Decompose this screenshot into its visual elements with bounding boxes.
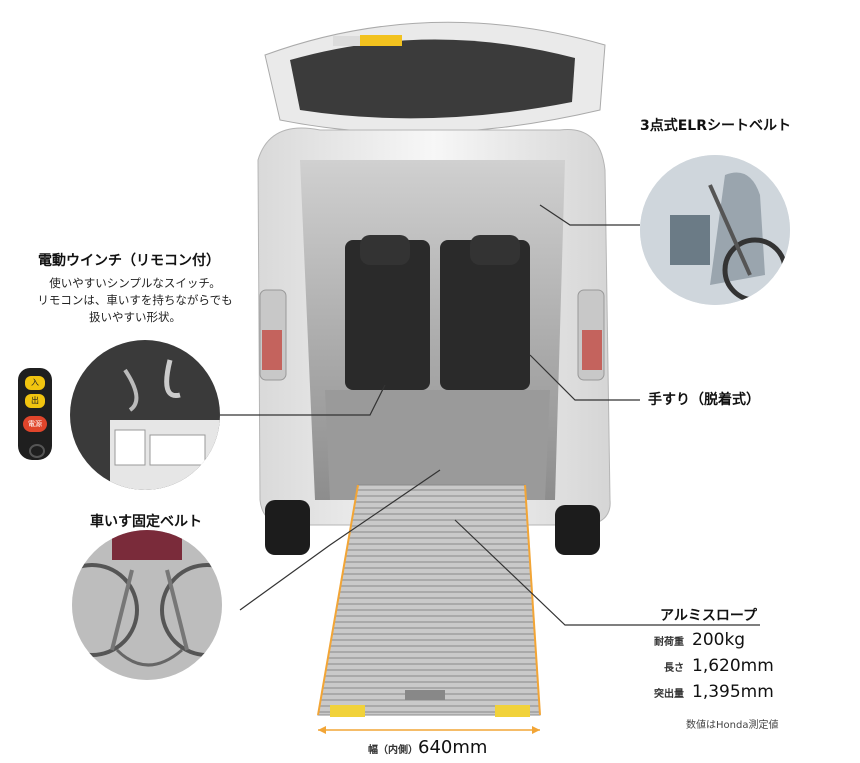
remote-out-button: 出 — [25, 394, 45, 408]
winch-desc-line-3: 扱いやすい形状。 — [89, 310, 181, 324]
slope-leader — [454, 519, 760, 626]
handrail-title: 手すり（脱着式） — [648, 392, 760, 408]
tailgate-panel — [290, 39, 575, 119]
winch-photo-art — [70, 340, 220, 490]
remote-in-button: 入 — [25, 376, 45, 390]
wheelchair-belt-photo — [72, 530, 222, 680]
spec-label-length: 長さ — [664, 663, 684, 674]
wheelchair-belt-title: 車いす固定ベルト — [90, 514, 202, 530]
spec-row-load: 耐荷重 200kg — [640, 630, 840, 656]
left-tire — [265, 500, 310, 555]
spec-value-length: 1,620mm — [692, 656, 774, 676]
remote-power-button: 電源 — [23, 416, 47, 432]
spec-value-protrusion: 1,395mm — [692, 682, 774, 702]
seatbelt-title: 3点式ELRシートベルト — [640, 118, 792, 134]
slope-title: アルミスロープ — [660, 608, 758, 624]
slope-specs: 耐荷重 200kg 長さ 1,620mm 突出量 1,395mm — [640, 630, 840, 708]
wheelchair-belt-photo-art — [72, 530, 222, 680]
spec-row-protrusion: 突出量 1,395mm — [640, 682, 840, 708]
winch-title: 電動ウインチ（リモコン付） — [38, 253, 220, 269]
winch-desc-line-1: 使いやすいシンプルなスイッチ。 — [49, 276, 221, 290]
seatbelt-photo-art — [640, 155, 790, 305]
wheelchair-belt-leader — [239, 469, 441, 611]
spec-row-length: 長さ 1,620mm — [640, 656, 840, 682]
spec-label-protrusion: 突出量 — [654, 689, 684, 700]
spec-value-load: 200kg — [692, 630, 746, 650]
seatbelt-leader — [539, 204, 640, 226]
seat-left — [345, 240, 430, 390]
right-tire — [555, 505, 600, 555]
seatbelt-photo — [640, 155, 790, 305]
winch-desc-line-2: リモコンは、車いすを持ちながらでも — [37, 293, 233, 307]
measurement-note: 数値はHonda測定値 — [686, 720, 779, 731]
remote-ring — [29, 444, 45, 458]
winch-leader — [215, 384, 386, 416]
winch-photo — [70, 340, 220, 490]
seat-right — [440, 240, 530, 390]
width-label-prefix: 幅（内側） — [368, 745, 418, 756]
handrail-leader — [529, 354, 640, 401]
spec-label-load: 耐荷重 — [654, 637, 684, 648]
winch-description: 使いやすいシンプルなスイッチ。 リモコンは、車いすを持ちながらでも 扱いやすい形… — [20, 275, 250, 326]
winch-remote: 入 出 電源 — [18, 368, 52, 460]
width-label-value: 640mm — [418, 737, 488, 758]
width-label: 幅（内側）640mm — [368, 737, 487, 758]
